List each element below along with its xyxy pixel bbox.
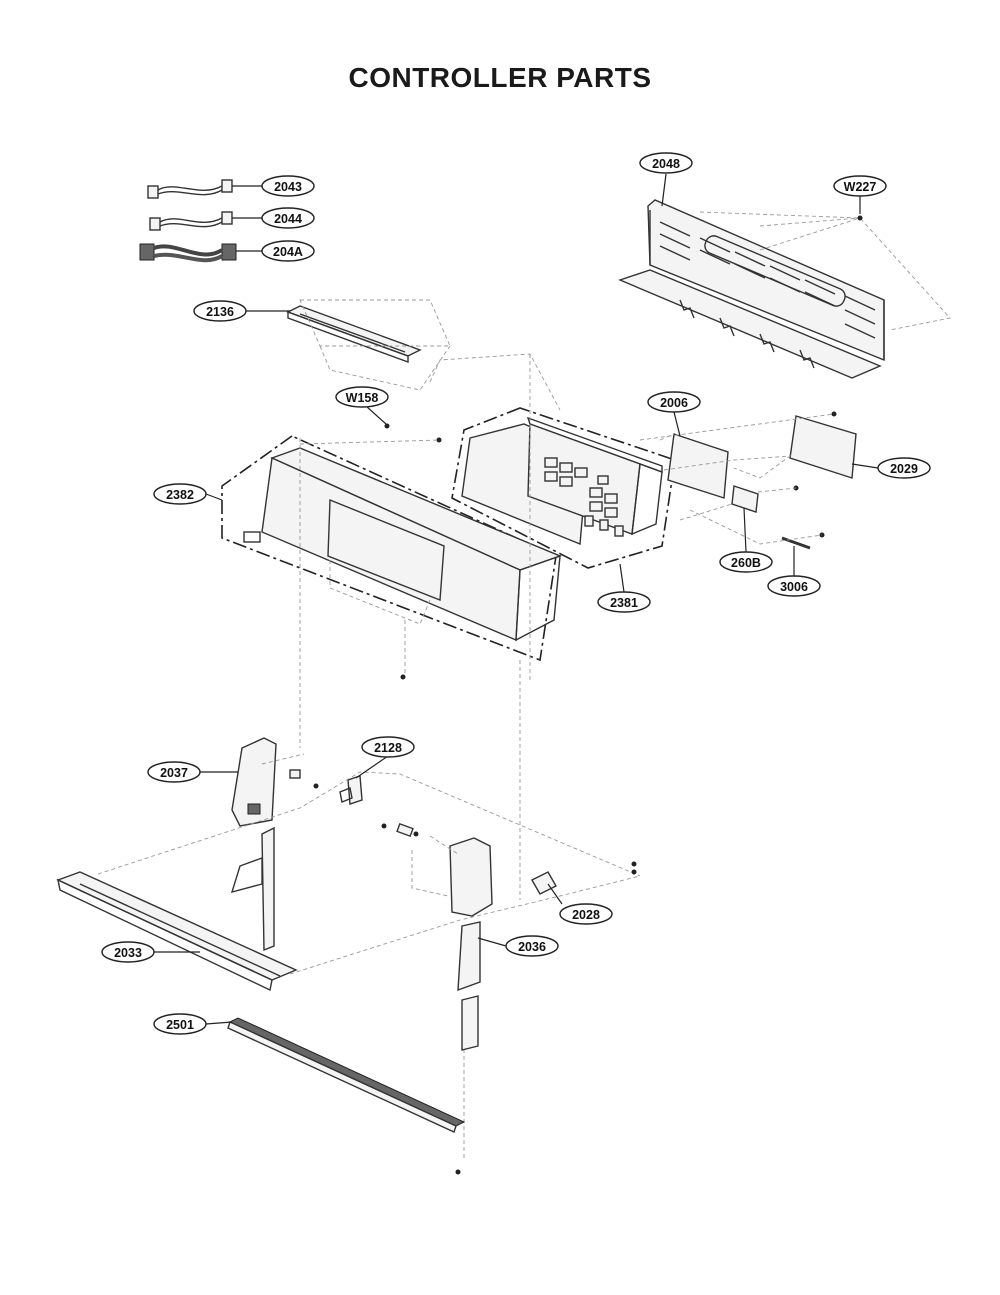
- callout-2381: 2381: [597, 591, 651, 613]
- callout-2136: 2136: [193, 300, 247, 322]
- callout-2028: 2028: [559, 903, 613, 925]
- page-title: CONTROLLER PARTS: [348, 62, 652, 93]
- callout-label: 2028: [572, 908, 600, 922]
- callout-label: 2382: [166, 488, 194, 502]
- callout-W227: W227: [833, 175, 887, 197]
- control-panel-2382: [221, 435, 562, 680]
- callout-2048: 2048: [639, 152, 693, 174]
- callout-2029: 2029: [877, 457, 931, 479]
- callout-label: 2033: [114, 946, 142, 960]
- callout-2382: 2382: [153, 483, 207, 505]
- callout-2033: 2033: [101, 941, 155, 963]
- callout-label: 2037: [160, 766, 188, 780]
- callout-label: 2128: [374, 741, 402, 755]
- callout-label: 2048: [652, 157, 680, 171]
- callout-3006: 3006: [767, 575, 821, 597]
- wire-harness-2043: [147, 179, 233, 199]
- callout-label: 2136: [206, 305, 234, 319]
- trim-strip-2501: [227, 1017, 466, 1133]
- control-board-buttons: [544, 457, 624, 537]
- callout-label: 2501: [166, 1018, 194, 1032]
- callout-label: 2044: [274, 212, 302, 226]
- callout-2128: 2128: [361, 736, 415, 758]
- side-bracket-2036: [381, 822, 493, 1051]
- callout-260B: 260B: [719, 551, 773, 573]
- part-3006: [689, 509, 825, 550]
- callout-W158: W158: [335, 386, 389, 408]
- frame-outline: [97, 660, 641, 1175]
- cover-2029: [639, 411, 857, 479]
- callout-label: 204A: [273, 245, 303, 259]
- bracket-2128: [339, 775, 363, 805]
- callout-2043: 2043: [261, 175, 315, 197]
- callout-label: W158: [346, 391, 379, 405]
- callout-2037: 2037: [147, 761, 201, 783]
- callout-label: 2381: [610, 596, 638, 610]
- front-trim-2033: [56, 871, 298, 992]
- callout-label: W227: [844, 180, 877, 194]
- bracket-2136: [286, 299, 451, 391]
- callout-2501: 2501: [153, 1013, 207, 1035]
- leader-lines: [154, 173, 879, 1025]
- wire-harness-2044: [149, 211, 233, 231]
- control-board-2381: [429, 353, 676, 680]
- callout-2036: 2036: [505, 935, 559, 957]
- bracket-2028: [531, 871, 557, 895]
- part-260B: [679, 485, 799, 521]
- wire-harness-204A: [139, 243, 237, 263]
- callout-2044: 2044: [261, 207, 315, 229]
- callout-label: 2036: [518, 940, 546, 954]
- side-bracket-2037: [230, 438, 319, 952]
- callout-label: 2006: [660, 396, 688, 410]
- callout-label: 260B: [731, 556, 761, 570]
- callout-2006: 2006: [647, 391, 701, 413]
- callout-label: 2043: [274, 180, 302, 194]
- callout-label: 3006: [780, 580, 808, 594]
- callout-label: 2029: [890, 462, 918, 476]
- board-2006: [659, 433, 729, 499]
- callout-204A: 204A: [261, 240, 315, 262]
- rear-panel-2048: [618, 199, 951, 379]
